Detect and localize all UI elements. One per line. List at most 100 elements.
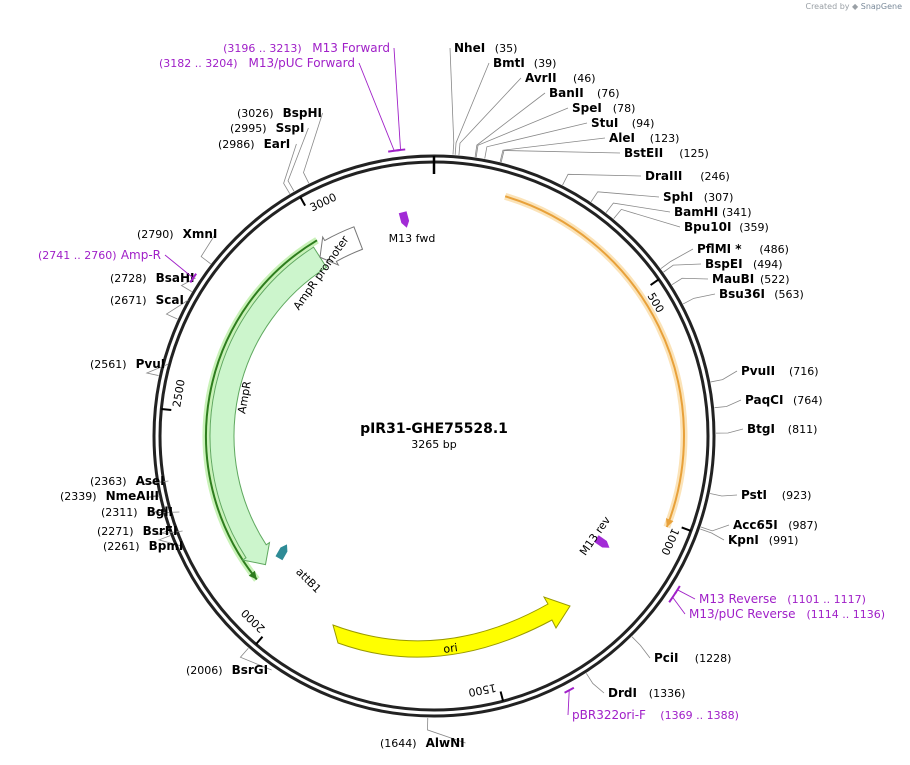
enzyme-name: PflMI * [697,242,742,256]
enzyme-position: (2363) [90,475,127,488]
enzyme-position: (2671) [110,294,147,307]
feature-m13-rev-marker [594,535,610,548]
primer-range: (3196 .. 3213) [223,42,302,55]
enzyme-leader-line [143,480,169,485]
orange-region-glow [504,192,688,529]
enzyme-leader-line [499,137,606,162]
enzyme-position: (486) [759,243,789,256]
snapgene-credit: Created by ◆ SnapGene [805,2,902,11]
enzyme-position: (1644) [380,737,417,750]
enzyme-site: PaqCI(764) [714,393,823,409]
primer-leader-line [672,596,686,615]
primer-binding-arc [564,686,575,694]
enzyme-name: BstEII [624,146,663,160]
enzyme-name: PvuI [136,357,166,371]
enzyme-position: (2995) [230,122,267,135]
primer-name: M13 Forward [312,41,390,55]
enzyme-leader-line [671,277,709,286]
scale-tick-mark [161,408,172,412]
enzyme-name: StuI [591,116,618,130]
enzyme-position: (341) [722,206,752,219]
enzyme-leader-line [427,717,466,744]
enzyme-site: BtgI(811) [715,422,817,436]
enzyme-leader-line [157,535,182,547]
enzyme-site: DrdI (1336) [585,673,686,700]
enzyme-name: PvuII [741,364,775,378]
orange-region-arc [504,195,685,528]
feature-ampr-label: AmpR [235,380,254,415]
enzyme-leader-line [145,363,169,376]
enzyme-leader-line [156,530,183,536]
enzyme-site: BmtI(39) [454,56,556,155]
enzyme-site: BspEI(494) [663,257,783,273]
enzyme-name: PaqCI [745,393,783,407]
enzyme-site: (1644)AlwNI [380,717,466,750]
enzyme-position: (2986) [218,138,255,151]
enzyme-leader-line [146,494,161,499]
enzyme-leader-line [200,233,216,265]
enzyme-position: (76) [597,87,620,100]
primer-range: (1101 .. 1117) [787,593,866,606]
enzyme-leader-line [700,524,730,532]
enzyme-position: (94) [632,117,655,130]
primer-name: Amp-R [121,248,161,262]
scale-tick-mark [299,196,307,207]
enzyme-site: PvuII (716) [710,364,819,383]
enzyme-position: (2311) [101,506,138,519]
primer-range: (2741 .. 2760) [38,249,117,262]
enzyme-name: BpmI [149,539,184,553]
enzyme-position: (2261) [103,540,140,553]
enzyme-leader-line [613,208,681,228]
enzyme-name: SphI [663,190,693,204]
enzyme-position: (123) [650,132,680,145]
feature-attb1-label: attB1 [293,565,323,595]
scale-tick-mark [681,526,692,532]
orange-region-arrowhead [666,518,674,528]
primer-site: M13 Reverse(1101 .. 1117) [674,585,866,606]
primer-range: (1114 .. 1136) [807,608,886,621]
primer-leader-line [164,254,194,279]
enzyme-leader-line [590,191,660,203]
enzyme-site: (3026)BspHI [237,106,323,184]
enzyme-position: (2728) [110,272,147,285]
backbone-ring [152,154,716,718]
scale-tick-label: 2500 [170,378,187,408]
enzyme-position: (2561) [90,358,127,371]
enzyme-leader-line [287,127,309,192]
feature-m13-fwd-label: M13 fwd [389,232,436,245]
enzyme-name: BanII [549,86,584,100]
enzyme-site: (2339)NmeAIII [60,489,161,503]
primer-range: (3182 .. 3204) [159,57,238,70]
enzyme-site: PstI(923) [709,488,811,502]
enzyme-leader-line [585,673,605,694]
enzyme-name: KpnI [728,533,759,547]
highlight-arcs [202,192,688,582]
enzyme-site: (2311)BglI [101,505,180,519]
enzyme-leader-line [660,248,694,269]
enzyme-name: BspHI [283,106,322,120]
enzyme-position: (78) [613,102,636,115]
scale-tick-mark [499,691,505,702]
enzyme-position: (716) [789,365,819,378]
feature-ampr-arrow [209,246,328,566]
enzyme-site: SpeI(78) [475,101,636,158]
enzyme-site: (2261) BpmI [103,535,184,553]
enzyme-leader-line [700,528,725,541]
enzyme-site: (2790)XmnI [137,227,217,265]
enzyme-leader-line [663,263,702,273]
enzyme-leader-line [714,399,742,409]
enzyme-position: (1336) [649,687,686,700]
enzyme-leader-line [150,509,180,514]
enzyme-position: (35) [495,42,518,55]
enzyme-leader-line [631,636,651,659]
scale-tick-mark [255,636,264,645]
enzyme-position: (1228) [695,652,732,665]
enzyme-name: NheI [454,41,485,55]
enzyme-leader-line [449,47,455,155]
primer-range: (1369 .. 1388) [660,709,739,722]
enzyme-name: DrdI [608,686,637,700]
enzyme-name: SspI [276,121,305,135]
primer-binding-arc [668,591,677,603]
